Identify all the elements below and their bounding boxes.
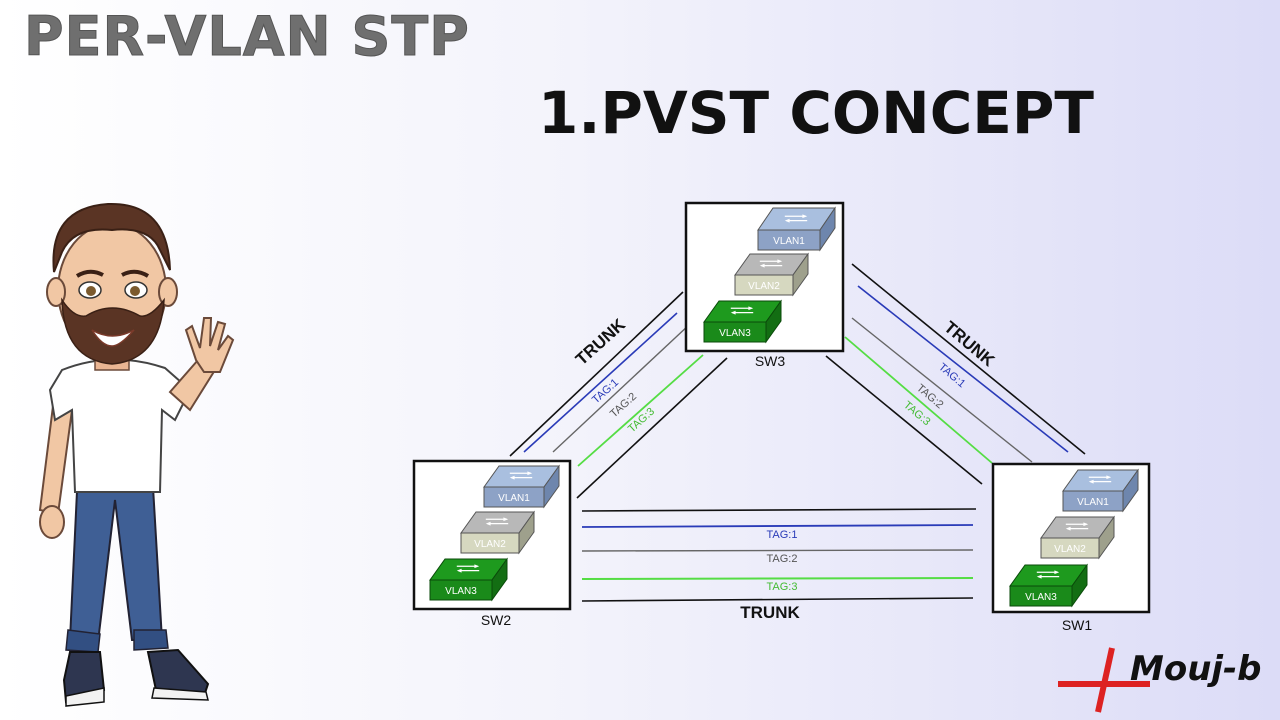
sw3-vlan2-label: VLAN2	[748, 281, 780, 292]
sw3-vlan3-label: VLAN3	[719, 328, 751, 339]
sw3-vlan1-device: VLAN1	[757, 206, 836, 252]
sw1-vlan2-label: VLAN2	[1054, 544, 1086, 555]
sw2-vlan3-device: VLAN3	[429, 557, 508, 602]
bottom-trunk-line-outer	[581, 508, 977, 512]
left-trunk-line-outer	[509, 291, 684, 457]
right-trunk-line-inner	[825, 355, 983, 485]
left-vlan1-line	[523, 312, 678, 453]
bottom-vlan3-line	[581, 577, 974, 580]
bottom-vlan1-line	[581, 524, 974, 528]
sw3-name: SW3	[755, 353, 786, 369]
bottom-trunk-link: TAG:1 TAG:2 TAG:3 TRUNK	[581, 508, 977, 622]
sw2-vlan2-label: VLAN2	[474, 539, 506, 550]
page-title: PER-VLAN STP	[24, 5, 470, 69]
left-trunk-label: TRUNK	[572, 315, 629, 369]
sw2-vlan2-device: VLAN2	[460, 510, 535, 555]
switch-sw1: VLAN1 VLAN2 VLAN3 SW1	[991, 462, 1151, 633]
bottom-trunk-line-inner	[581, 597, 974, 602]
brand-logo: Mouj-b	[1058, 647, 1262, 713]
sw2-name: SW2	[481, 612, 512, 628]
sw3-vlan3-device: VLAN3	[703, 299, 782, 344]
right-vlan1-line	[857, 285, 1069, 453]
bottom-tag3-label: TAG:3	[767, 581, 798, 593]
bottom-vlan2-line	[581, 549, 974, 552]
sw3-vlan2-device: VLAN2	[734, 252, 809, 297]
bottom-tag2-label: TAG:2	[767, 553, 798, 565]
switch-sw3: VLAN1 VLAN2 VLAN3 SW3	[684, 201, 845, 369]
sw2-vlan1-label: VLAN1	[498, 493, 530, 504]
switch-sw2: VLAN1 VLAN2 VLAN3 SW2	[412, 459, 572, 628]
brand-logo-text: Mouj-b	[1130, 649, 1262, 689]
right-vlan2-line	[851, 317, 1033, 463]
right-vlan3-line	[844, 336, 993, 464]
right-trunk-line-outer	[851, 263, 1086, 455]
sw1-vlan2-device: VLAN2	[1040, 515, 1115, 560]
right-tag3-label: TAG:3	[901, 399, 932, 428]
sw1-vlan3-device: VLAN3	[1009, 563, 1088, 608]
sw1-vlan1-label: VLAN1	[1077, 497, 1109, 508]
bottom-tag1-label: TAG:1	[767, 529, 798, 541]
left-trunk-line-inner	[576, 357, 728, 499]
section-subtitle: 1.PVST CONCEPT	[538, 79, 1094, 147]
sw1-name: SW1	[1062, 617, 1093, 633]
right-trunk-link: TRUNK TAG:1 TAG:2 TAG:3	[825, 263, 1086, 485]
sw1-vlan1-device: VLAN1	[1062, 468, 1139, 513]
sw3-vlan1-label: VLAN1	[773, 236, 805, 247]
left-tag1-label: TAG:1	[590, 377, 621, 407]
bottom-trunk-label: TRUNK	[740, 603, 800, 622]
presenter-avatar	[38, 202, 235, 707]
right-tag1-label: TAG:1	[936, 361, 967, 390]
sw2-vlan3-label: VLAN3	[445, 586, 477, 597]
sw2-vlan1-device: VLAN1	[483, 464, 560, 509]
left-vlan2-line	[552, 323, 691, 453]
left-vlan3-line	[577, 354, 704, 467]
sw1-vlan3-label: VLAN3	[1025, 592, 1057, 603]
